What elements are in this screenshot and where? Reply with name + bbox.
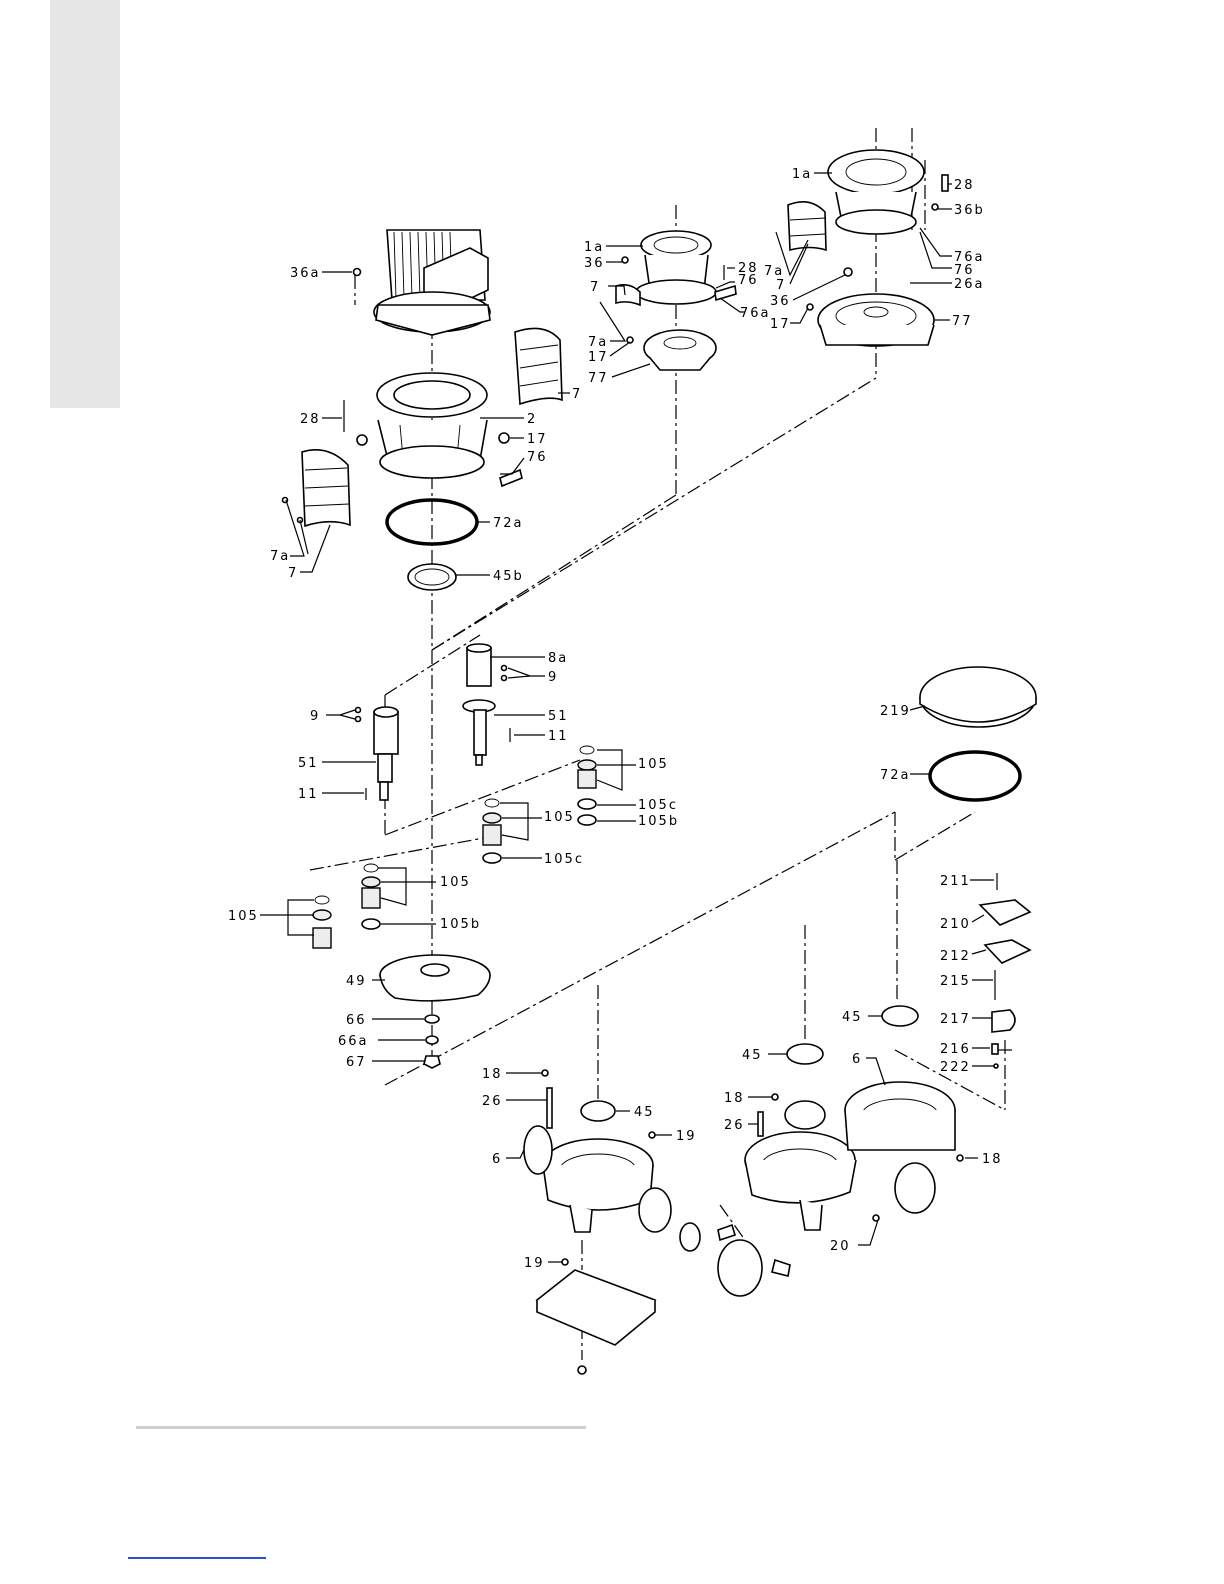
- label-36-mid: 36: [584, 256, 605, 271]
- label-7-guard: 7: [572, 387, 582, 402]
- label-49: 49: [346, 974, 367, 989]
- sensor-parts: [980, 873, 1030, 1068]
- wear-ring-45-right: [882, 1006, 918, 1026]
- label-18-r: 18: [982, 1152, 1003, 1167]
- label-105-d: 105: [228, 909, 259, 924]
- label-11-r: 11: [548, 729, 569, 744]
- label-9-l: 9: [310, 709, 320, 724]
- label-211: 211: [940, 874, 971, 889]
- label-11-l: 11: [298, 787, 319, 802]
- label-26-l: 26: [482, 1094, 503, 1109]
- label-76a-mid: 76a: [740, 306, 771, 321]
- label-36b: 36b: [954, 203, 985, 218]
- label-105c-a: 105c: [638, 798, 678, 813]
- label-51-r: 51: [548, 709, 569, 724]
- label-18-l: 18: [482, 1067, 503, 1082]
- label-7a-left: 7a: [270, 549, 290, 564]
- footer-rule: [136, 1426, 586, 1429]
- wear-ring-45-mid: [787, 1044, 823, 1064]
- pump-housing-left: [524, 1070, 671, 1265]
- label-76-left: 76: [527, 450, 548, 465]
- label-18-m: 18: [724, 1091, 745, 1106]
- label-105b-c: 105b: [440, 917, 481, 932]
- label-216: 216: [940, 1042, 971, 1057]
- label-1a-mid: 1a: [584, 240, 604, 255]
- label-17-tr: 17: [770, 317, 791, 332]
- label-67: 67: [346, 1055, 367, 1070]
- label-28-top: 28: [954, 178, 975, 193]
- pump-housing-right: [745, 1082, 963, 1230]
- coupling-guard-left: [283, 450, 351, 526]
- label-6-r: 6: [852, 1052, 862, 1067]
- base-and-flanges: [537, 1223, 790, 1374]
- label-105b-a: 105b: [638, 814, 679, 829]
- label-105c-b: 105c: [544, 852, 584, 867]
- label-72a-left: 72a: [493, 516, 524, 531]
- label-76-top: 76: [954, 263, 975, 278]
- label-17-mid: 17: [588, 350, 609, 365]
- shafts: [356, 644, 511, 800]
- bottom-link-underline[interactable]: [128, 1557, 266, 1559]
- mid-adapter: [616, 231, 736, 370]
- label-2: 2: [527, 412, 537, 427]
- label-66: 66: [346, 1013, 367, 1028]
- label-215: 215: [940, 974, 971, 989]
- label-19-l: 19: [524, 1256, 545, 1271]
- label-17-left: 17: [527, 432, 548, 447]
- o-ring-72a-right: [930, 752, 1020, 800]
- label-51-l: 51: [298, 756, 319, 771]
- label-26-m: 26: [724, 1118, 745, 1133]
- label-72a-right: 72a: [880, 768, 911, 783]
- label-66a: 66a: [338, 1034, 369, 1049]
- label-7a-mid: 7a: [588, 335, 608, 350]
- label-9-r: 9: [548, 670, 558, 685]
- label-36-tr: 36: [770, 294, 791, 309]
- label-7a-tr: 7a: [764, 264, 784, 279]
- label-8a: 8a: [548, 651, 568, 666]
- impeller: [380, 955, 490, 1068]
- label-76-mid: 76: [738, 273, 759, 288]
- motor: [354, 230, 491, 335]
- label-1a-top: 1a: [792, 167, 812, 182]
- label-45-l: 45: [634, 1105, 655, 1120]
- label-217: 217: [940, 1012, 971, 1027]
- label-77-tr: 77: [952, 314, 973, 329]
- label-7-mid: 7: [590, 280, 600, 295]
- label-77-mid: 77: [588, 371, 609, 386]
- label-45-m: 45: [742, 1048, 763, 1063]
- label-45b: 45b: [493, 569, 524, 584]
- label-6-l: 6: [492, 1152, 502, 1167]
- label-222: 222: [940, 1060, 971, 1075]
- label-28-left: 28: [300, 412, 321, 427]
- label-219: 219: [880, 704, 911, 719]
- wear-ring-45-left: [581, 1101, 615, 1121]
- label-7-left: 7: [288, 566, 298, 581]
- label-105-b: 105: [544, 810, 575, 825]
- label-45-r: 45: [842, 1010, 863, 1025]
- motor-stool: [344, 373, 522, 486]
- label-26a: 26a: [954, 277, 985, 292]
- label-212: 212: [940, 949, 971, 964]
- label-36a: 36a: [290, 266, 321, 281]
- label-105-a: 105: [638, 757, 669, 772]
- label-7-tr: 7: [776, 278, 786, 293]
- coupling-guard-right: [515, 328, 562, 404]
- label-19-r: 19: [676, 1129, 697, 1144]
- label-210: 210: [940, 917, 971, 932]
- label-20: 20: [830, 1239, 851, 1254]
- label-105-c: 105: [440, 875, 471, 890]
